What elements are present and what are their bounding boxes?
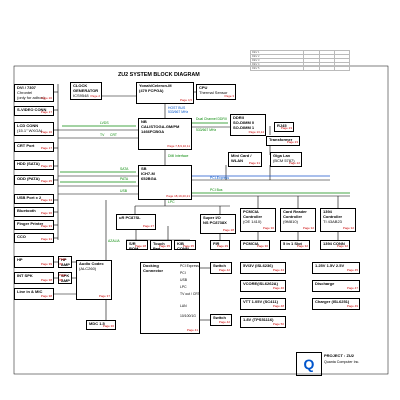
- revision-table: REV 1 REV 2 REV 3 REV 4 REV 5: [249, 50, 351, 71]
- switch-block: Switch Page 42: [210, 262, 232, 274]
- dock-signal: PCI: [180, 271, 186, 275]
- ddr2-sodimm-block: DDRII SO-DIMM 0 SO-DIMM 1 Page 13,14: [230, 114, 266, 136]
- dock-signal: TV out / CRT: [180, 292, 200, 296]
- charger-block: Charger (ISL6251) Page 49: [312, 298, 360, 310]
- tv-label: TV: [100, 133, 105, 137]
- page-ref: Page 20: [40, 96, 52, 101]
- kbc-block: uR PC87SL Page 27: [116, 214, 156, 230]
- clock-generator-block: CLOCK GENERATOR ICS9548 Page 2: [70, 82, 102, 100]
- hp-amp-block: HP AMP Page 39: [58, 256, 72, 268]
- lvds-label: LVDS: [100, 121, 109, 125]
- crt-label: CRT: [110, 133, 117, 137]
- card-reader-controller-block: Card Reader Controller (9M810) Page 32: [280, 208, 316, 232]
- cpu-block: Yonah/Celeron-M (479 FCPGA) Page 4,5: [136, 82, 194, 104]
- odd-pata-block: ODD (PATA) Page 25: [14, 175, 54, 185]
- pcmcia-controller-block: PCMCIA Controller (OE 1410) Page 30: [240, 208, 276, 232]
- dock-signal: LPC: [180, 285, 187, 289]
- line-in-mic-block: Line in & MIC Page 38: [14, 288, 54, 300]
- power-5v3v-block: 5V/3V (ISL6236) Page 44: [240, 262, 286, 274]
- discharge-block: Discharge Page 47: [312, 280, 360, 292]
- southbridge-block: SB ICH7-M 652BGA Page 18,19,20,21: [138, 165, 192, 200]
- transformer-block: Transformer Page 23: [266, 136, 300, 146]
- lpc-label: LPC: [168, 200, 175, 204]
- pata-label: PATA: [120, 177, 129, 181]
- ieee1394-controller-block: 1394 Controller TI 43AB23 Page 32: [320, 208, 356, 232]
- spi-rom-block: S/R ROM Page 28: [126, 240, 148, 250]
- mdc-block: MDC 1.5 Page 36: [86, 320, 116, 330]
- diagram-title: ZU2 SYSTEM BLOCK DIAGRAM: [118, 72, 200, 78]
- pci-bus-label: PCI Bus: [210, 188, 223, 192]
- kb-conn-block: K/B CONN Page 35: [174, 240, 196, 250]
- minicard-wlan-block: Mini Card / WLAN Page 31: [228, 152, 262, 167]
- pci-express-label: PCI-Express: [210, 176, 230, 180]
- touch-pad-block: Touch Pad Page 35: [150, 240, 172, 250]
- quanta-logo: Q: [296, 352, 322, 376]
- audio-codec-block: Audio Codec (ALC260) Page 37: [76, 260, 112, 300]
- hp-block: HP Page 39: [14, 256, 54, 268]
- dmi-label: DMI Interface: [168, 154, 189, 158]
- power-18v-block: 1.8V (TPS51116) Page 50: [240, 316, 286, 328]
- revision-row: REV 5: [249, 66, 305, 71]
- hdd-sata-block: HDD (SATA) Page 25: [14, 160, 54, 170]
- usb-port-block: USB Port x 2 Page 34: [14, 194, 54, 204]
- spk-amp-block: SPK AMP Page 38: [58, 272, 72, 284]
- sata-label: SATA: [120, 167, 129, 171]
- fir-block: FIR Page 29: [210, 240, 230, 250]
- docking-connector-block: Docking Connector Page 41: [140, 262, 200, 334]
- super-io-block: Super I/O NS PC8738X Page 28: [200, 214, 236, 234]
- svideo-conn-block: S-VIDEO CONN Page 17: [14, 106, 54, 116]
- switch-block: Switch Page 42: [210, 314, 232, 326]
- thermal-sensor-block: CPU Thermal Sensor Page 3: [196, 84, 236, 100]
- giga-lan-block: Giga Lan (BCM 5787) Page 22: [270, 152, 302, 167]
- dock-signal: PCI Express: [180, 264, 199, 268]
- pcmcia-slot-block: PCMCIA Page 30: [240, 240, 270, 250]
- bluetooth-block: Bluetooth Page 36: [14, 207, 54, 217]
- vtt-block: VTT 1.05V (SC411) Page 48: [240, 298, 286, 310]
- company-name: Quanta Computer Inc.: [324, 360, 360, 364]
- azalia-label: AZALIA: [108, 239, 120, 243]
- host-bus-label: HOST BUS: [168, 106, 186, 110]
- power-125-block: 1.25V 1.5V 2.5V Page 45: [312, 262, 360, 274]
- dual-channel-label: Dual Channel DDRII: [196, 117, 227, 121]
- crt-port-block: CRT Port Page 17: [14, 142, 54, 152]
- host-bus-speed-label: 533/667 MHz: [168, 110, 189, 114]
- ieee1394-conn-block: 1394 CONN Page 32: [320, 240, 350, 250]
- int-spk-block: INT SPK Page 38: [14, 272, 54, 284]
- dock-signal: LAN: [180, 304, 187, 308]
- cco-block: CCO Page 31: [14, 233, 54, 243]
- five-in-one-slot-block: 5 in 1 Slot Page 32: [280, 240, 310, 250]
- vcore-block: VCORE(ISL6262A) Page 46: [240, 280, 286, 292]
- finger-printer-block: Finger Printer Page 33: [14, 220, 54, 230]
- ddr-speed-label: 533/667 MHz: [196, 128, 217, 132]
- northbridge-block: NB CALISTOGA-GM/PM 1466FCBGA Page 7,8,9,…: [138, 118, 192, 150]
- project-name: PROJECT : ZU2: [324, 353, 355, 358]
- usb-label: USB: [120, 189, 127, 193]
- dock-signal: USB: [180, 278, 187, 282]
- rj45-block: RJ45 Page 23: [274, 122, 294, 132]
- dock-signal: 10/100/1G: [180, 314, 196, 318]
- dvi-chrontel-block: DVI / 7307 Chrontel (only for adhoc) Pag…: [14, 84, 54, 102]
- lcd-conn-block: LCD CONN (15.1" WXGA) Page 16: [14, 122, 54, 136]
